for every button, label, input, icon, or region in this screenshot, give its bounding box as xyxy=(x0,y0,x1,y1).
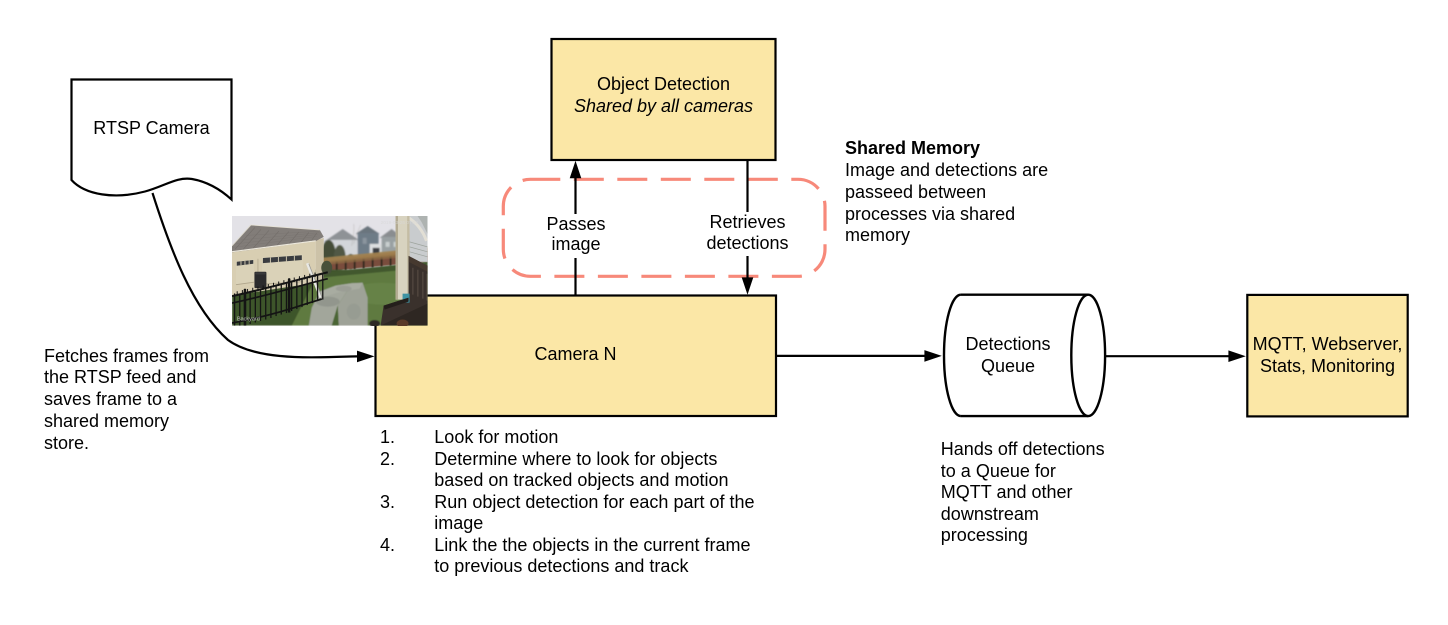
svg-text:2019-03-26 07:52: 2019-03-26 07:52 xyxy=(381,220,419,226)
svg-text:Backyard: Backyard xyxy=(237,317,260,323)
